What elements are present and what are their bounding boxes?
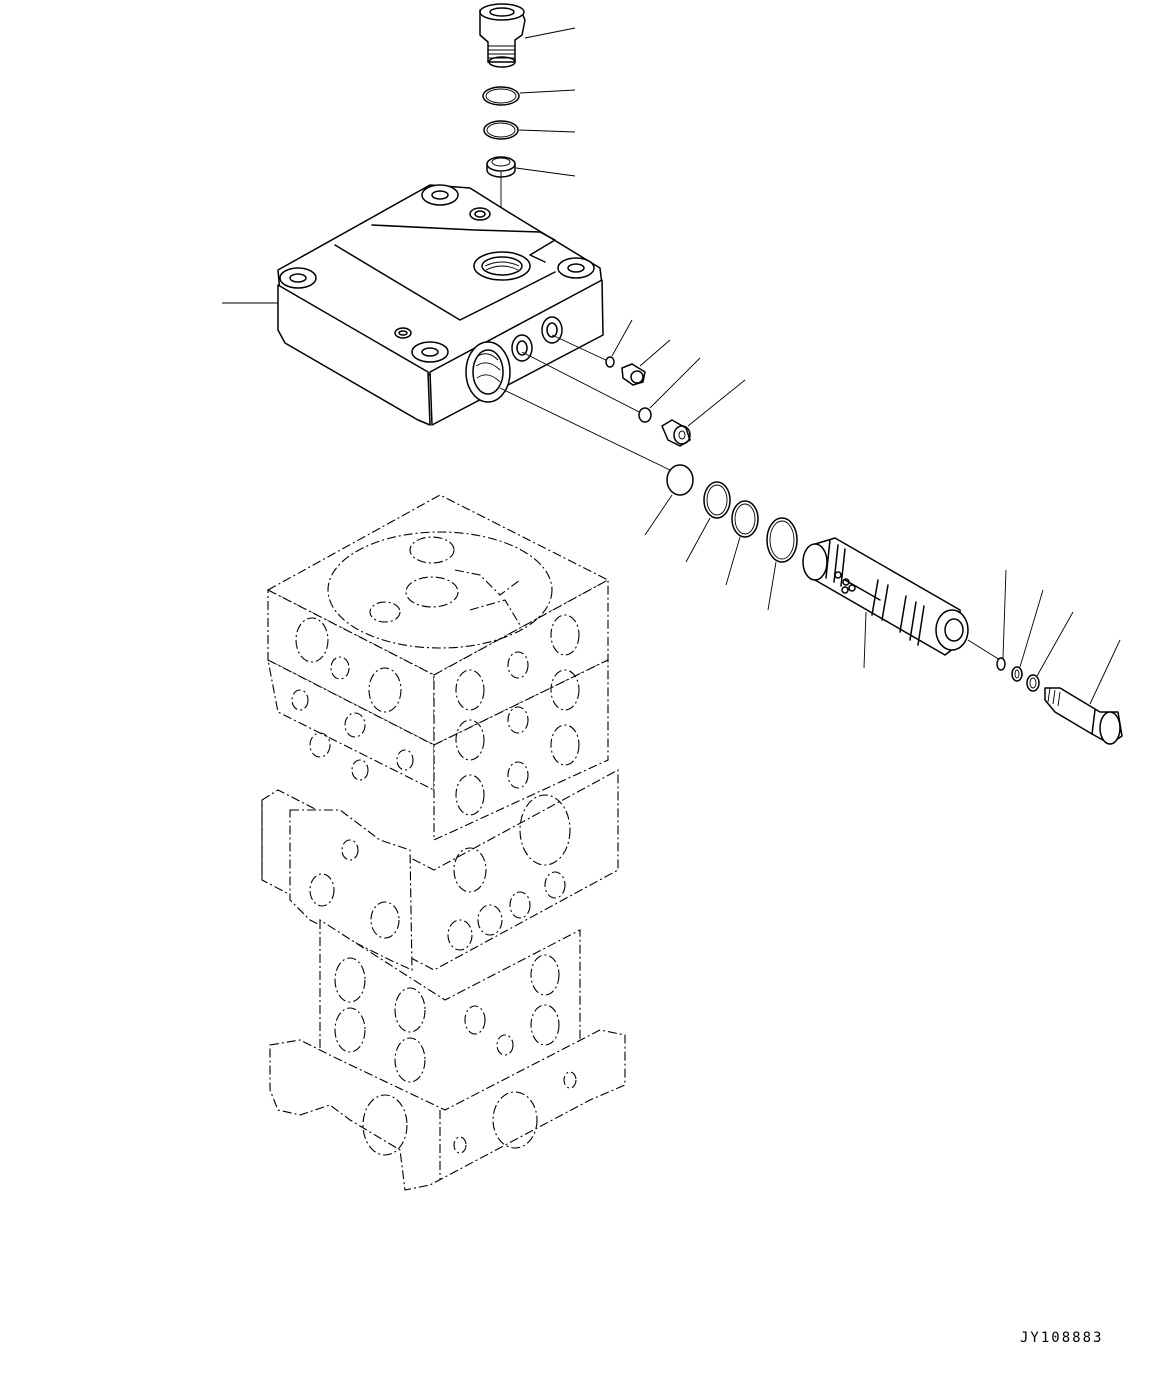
o-ring-upper: [482, 86, 520, 106]
ring-small-a: [1011, 666, 1023, 682]
ring-small-b: [1026, 674, 1040, 692]
ring-2: [703, 481, 731, 519]
ring-3: [731, 500, 759, 538]
plug-small: [621, 363, 646, 386]
ball-medium: [638, 407, 652, 423]
drawing-code: JY108883: [1020, 1330, 1104, 1346]
spool: [802, 537, 969, 656]
valve-cover: [277, 184, 604, 426]
end-bolt: [1044, 687, 1123, 745]
backup-ring: [486, 156, 516, 178]
o-ring-middle: [483, 120, 519, 140]
pin-end: [996, 657, 1006, 671]
plug-medium: [661, 419, 691, 447]
valve-stack-body: [261, 494, 626, 1191]
ball-small: [605, 356, 615, 368]
ring-4: [766, 517, 798, 563]
plug: [479, 3, 526, 68]
ring-1: [666, 464, 694, 496]
